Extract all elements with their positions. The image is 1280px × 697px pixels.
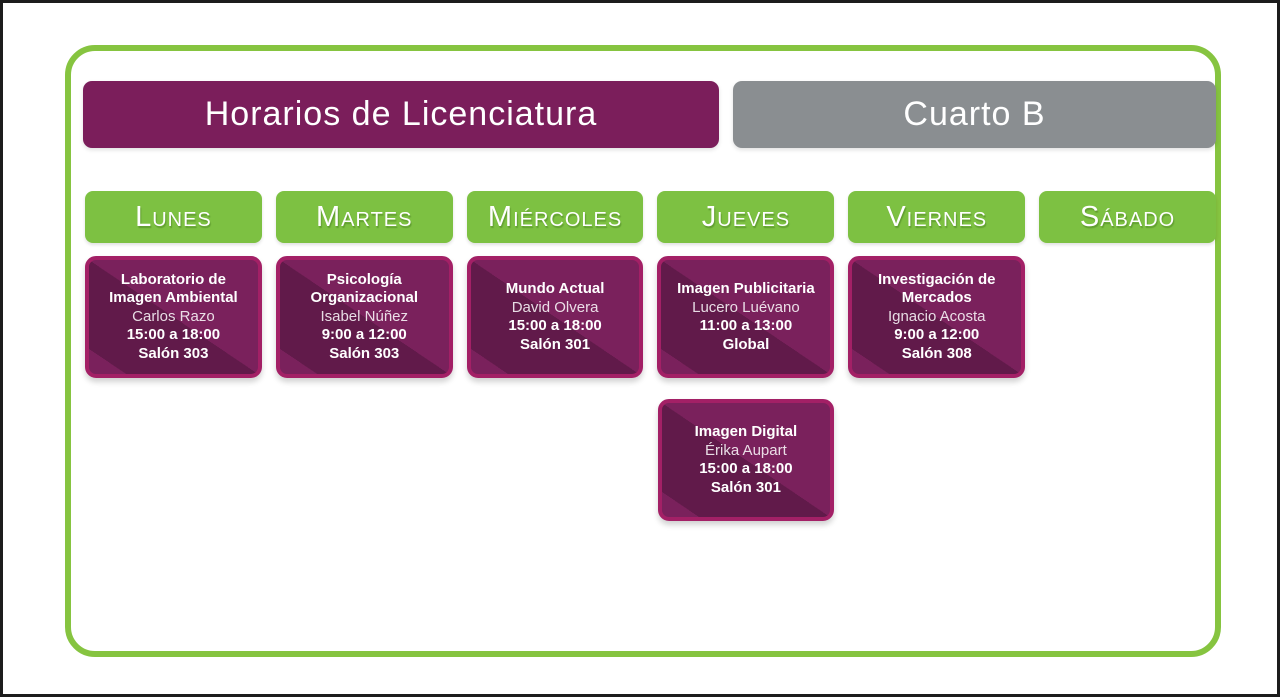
class-subject: Imagen Publicitaria [677,280,815,297]
class-subject: Investigación de Mercados [877,270,996,307]
class-teacher: David Olvera [511,298,599,316]
class-teacher: Ignacio Acosta [887,307,986,325]
class-card-martes-1: Psicología Organizacional Isabel Núñez 9… [275,256,453,378]
day-label: Viernes [886,200,988,233]
day-header-jueves: Jueves [657,191,835,243]
class-teacher: Isabel Núñez [320,307,409,325]
page-title: Horarios de Licenciatura [83,81,719,148]
day-header-martes: Martes [275,191,453,243]
day-header-sabado: Sábado [1039,191,1216,243]
class-card-jueves-1: Imagen Publicitaria Lucero Luévano 11:00… [657,256,835,378]
day-header-miercoles: Miércoles [466,191,644,243]
page-title-label: Horarios de Licenciatura [204,95,598,133]
day-label: Martes [316,200,413,233]
day-label: Lunes [135,200,212,233]
class-card-lunes-1: Laboratorio de Imagen Ambiental Carlos R… [85,256,262,378]
day-header-row: Lunes Martes Miércoles Jueves Viernes Sá… [85,191,1216,243]
day-label: Sábado [1079,200,1176,233]
class-subject: Laboratorio de Imagen Ambiental [109,270,238,307]
class-card-jueves-2: Imagen Digital Érika Aupart 15:00 a 18:0… [657,399,835,521]
class-card-miercoles-1: Mundo Actual David Olvera 15:00 a 18:00 … [466,256,644,378]
class-teacher: Érika Aupart [705,441,787,459]
class-time: 15:00 a 18:00 [508,317,602,334]
day-label: Jueves [701,200,791,233]
group-title-label: Cuarto B [903,95,1046,133]
class-time: 11:00 a 13:00 [699,317,793,334]
class-time: 9:00 a 12:00 [894,326,980,344]
class-card-viernes-1: Investigación de Mercados Ignacio Acosta… [848,256,1026,378]
class-room: Global [722,335,770,353]
class-card-row-2: Imagen Digital Érika Aupart 15:00 a 18:0… [85,399,1216,521]
class-subject: Psicología Organizacional [310,270,418,307]
class-card-row-1: Laboratorio de Imagen Ambiental Carlos R… [85,256,1216,378]
class-room: Salón 303 [138,344,209,362]
class-room: Salón 301 [520,335,591,353]
class-teacher: Carlos Razo [132,307,215,325]
class-subject: Mundo Actual [505,280,605,297]
class-room: Salón 301 [710,478,781,496]
class-subject: Imagen Digital [694,423,798,440]
group-title: Cuarto B [733,81,1216,148]
class-room: Salón 308 [901,344,972,362]
class-room: Salón 303 [329,344,400,362]
day-header-viernes: Viernes [848,191,1026,243]
day-header-lunes: Lunes [85,191,262,243]
day-label: Miércoles [487,200,623,233]
class-time: 9:00 a 12:00 [321,326,407,344]
class-time: 15:00 a 18:00 [126,326,221,344]
class-teacher: Lucero Luévano [692,298,800,316]
class-time: 15:00 a 18:00 [699,460,793,477]
